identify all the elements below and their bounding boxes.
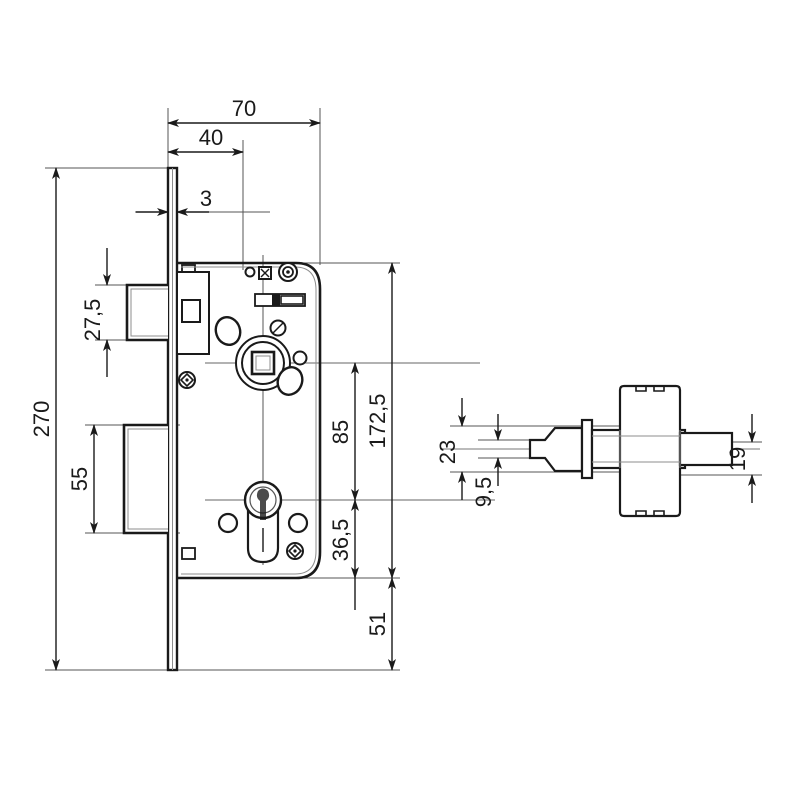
dimension-label-70: 70 — [232, 96, 256, 121]
front-view: 70 40 3 270 27,5 — [29, 96, 495, 672]
fixing-screw-lower — [178, 371, 196, 389]
dimension-40: 40 — [167, 125, 244, 156]
dimension-label-1725: 172,5 — [365, 393, 390, 448]
lock-case — [177, 261, 322, 580]
spindle-assembly — [528, 384, 734, 518]
dimension-label-365: 36,5 — [328, 519, 353, 562]
cylinder-keyhole — [217, 480, 309, 564]
case-detail-holes — [244, 266, 272, 280]
dimension-label-3: 3 — [200, 186, 212, 211]
dimension-51: 51 — [365, 577, 396, 671]
dimension-23: 23 — [435, 398, 466, 500]
internal-cams — [214, 315, 308, 396]
follower-hole — [235, 335, 291, 391]
dimension-85: 85 — [328, 362, 359, 501]
fixing-screw-upper — [278, 262, 298, 282]
dimension-label-270: 270 — [29, 401, 54, 438]
dimension-55: 55 — [67, 424, 98, 534]
dimension-270: 270 — [29, 167, 60, 671]
dimension-label-40: 40 — [199, 125, 223, 150]
dimension-label-85: 85 — [328, 420, 353, 444]
side-view: 23 9,5 19 — [435, 384, 762, 518]
dimension-275: 27,5 — [80, 248, 111, 377]
dimension-label-95: 9,5 — [471, 477, 496, 508]
dead-bolt — [122, 423, 168, 535]
dimension-19: 19 — [725, 414, 756, 503]
dimension-3: 3 — [136, 186, 212, 216]
dimension-70: 70 — [167, 96, 321, 127]
faceplate — [166, 166, 179, 672]
fixing-screw-cylinder — [286, 542, 304, 560]
dimension-label-51: 51 — [365, 612, 390, 636]
dimension-label-23: 23 — [435, 440, 460, 464]
dimension-1725: 172,5 — [365, 262, 396, 579]
dimension-365: 36,5 — [328, 499, 359, 610]
faceplate-screw-lower — [181, 547, 196, 560]
latch-reverse-slider — [254, 293, 306, 307]
dimension-95: 9,5 — [471, 414, 502, 508]
dimension-label-275: 27,5 — [80, 299, 105, 342]
dimension-label-55: 55 — [67, 467, 92, 491]
latch-bolt — [125, 271, 210, 355]
dimension-label-19: 19 — [725, 447, 750, 471]
extension-lines — [45, 108, 400, 671]
